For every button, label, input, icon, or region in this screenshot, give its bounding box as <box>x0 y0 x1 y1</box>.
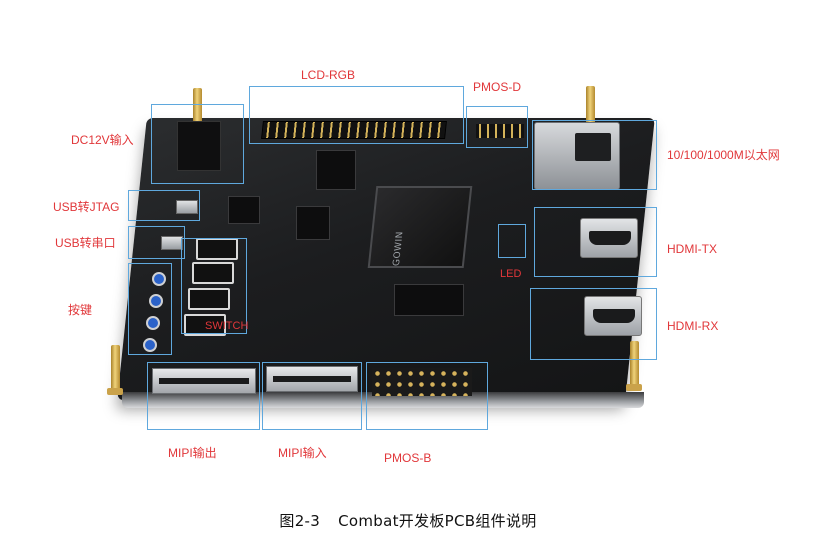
pmos-d-header <box>476 124 524 138</box>
switch-4 <box>184 314 226 336</box>
label-pmos-d: PMOS-D <box>473 80 521 94</box>
key-button-2 <box>149 294 163 308</box>
mipi-out-slot <box>159 378 249 384</box>
key-button-4 <box>143 338 157 352</box>
box-switch <box>181 238 247 334</box>
dc-jack <box>177 121 221 171</box>
memory-chip <box>394 284 464 316</box>
mipi-in-slot <box>273 376 351 382</box>
switch-3 <box>188 288 230 310</box>
standoff-top-left <box>193 88 202 132</box>
box-pmos-d <box>466 106 528 148</box>
box-keys <box>128 263 172 355</box>
caption-text: Combat开发板PCB组件说明 <box>338 512 537 530</box>
label-dc12v: DC12V输入 <box>71 133 134 147</box>
standoff-bottom-left <box>111 345 120 391</box>
hdmi-tx-port <box>589 231 631 245</box>
label-keys: 按键 <box>68 303 93 317</box>
usb-jtag-connector <box>176 200 198 214</box>
regulator-chip <box>316 150 356 190</box>
standoff-top-right <box>586 86 595 130</box>
mipi-out-connector <box>152 368 256 394</box>
box-hdmi-rx <box>530 288 657 360</box>
hdmi-rx-port <box>593 309 635 323</box>
box-lcd-rgb <box>249 86 464 144</box>
key-button-3 <box>146 316 160 330</box>
small-chip <box>296 206 330 240</box>
label-hdmi-rx: HDMI-RX <box>667 319 719 333</box>
fpga-brand-text: GOWIN <box>391 231 406 266</box>
label-pmos-b: PMOS-B <box>384 451 432 465</box>
label-mipi-out: MIPI输出 <box>168 446 217 460</box>
rj45-port <box>575 133 611 161</box>
box-pmos-b <box>366 362 488 430</box>
box-mipi-out <box>147 362 260 430</box>
box-usb-uart <box>128 226 185 259</box>
box-dc12v <box>151 104 244 184</box>
hdmi-rx-connector <box>584 296 642 336</box>
label-switch: SWITCH <box>205 320 249 332</box>
mipi-in-connector <box>266 366 358 392</box>
box-ethernet <box>532 120 657 190</box>
label-usb-uart: USB转串口 <box>55 236 116 250</box>
box-usb-jtag <box>128 190 200 221</box>
switch-1 <box>196 238 238 260</box>
label-mipi-in: MIPI输入 <box>278 446 327 460</box>
usb-uart-connector <box>161 236 183 250</box>
label-lcd-rgb: LCD-RGB <box>301 68 356 82</box>
box-led <box>498 224 526 258</box>
board-edge <box>122 392 644 408</box>
label-led: LED <box>500 268 522 280</box>
caption-number: 图2-3 <box>279 512 321 530</box>
nut-bottom-right <box>626 384 642 391</box>
box-hdmi-tx <box>534 207 657 277</box>
label-usb-jtag: USB转JTAG <box>53 200 120 214</box>
switch-2 <box>192 262 234 284</box>
label-hdmi-tx: HDMI-TX <box>667 242 717 256</box>
standoff-bottom-right <box>630 341 639 387</box>
nut-bottom-left <box>107 388 123 395</box>
jtag-chip <box>228 196 260 224</box>
label-ethernet: 10/100/1000M以太网 <box>667 148 780 162</box>
fpga-chip: GOWIN <box>367 186 473 268</box>
pmos-b-header <box>372 368 472 396</box>
figure-caption: 图2-3 Combat开发板PCB组件说明 <box>0 510 816 531</box>
hdmi-tx-connector <box>580 218 638 258</box>
key-button-1 <box>152 272 166 286</box>
box-mipi-in <box>262 362 362 430</box>
